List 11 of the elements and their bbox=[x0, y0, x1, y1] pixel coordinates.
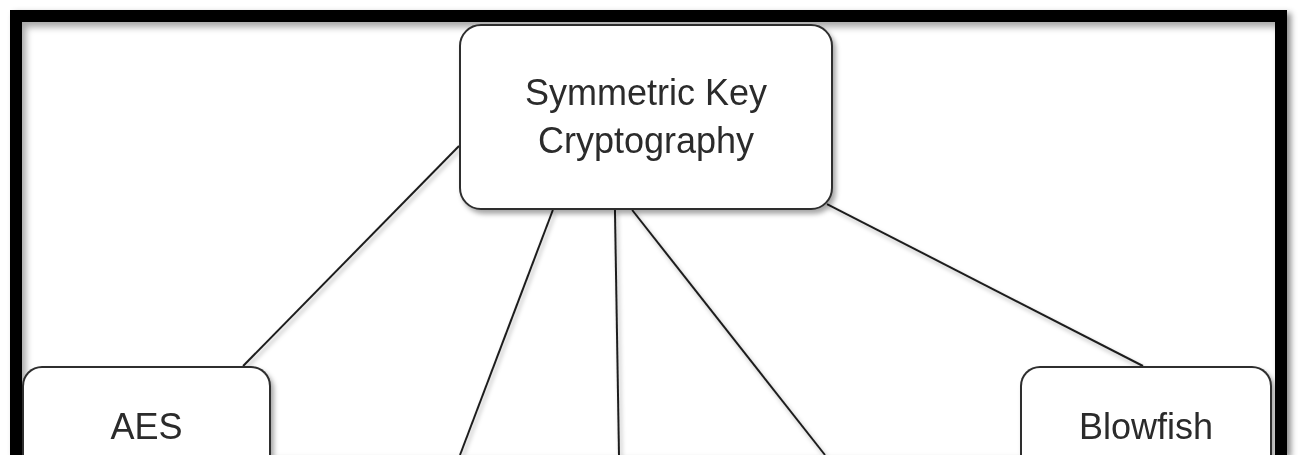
box-label: AES bbox=[110, 406, 183, 448]
connector-line bbox=[826, 203, 1144, 367]
connector-line bbox=[459, 209, 554, 455]
algorithm-box bbox=[1020, 366, 1272, 455]
connector-line bbox=[242, 145, 460, 367]
connector-line bbox=[613, 209, 620, 455]
box-label: Blowfish bbox=[1078, 406, 1214, 448]
category-box bbox=[459, 24, 833, 210]
box-label: Symmetric Key Cryptography bbox=[523, 71, 768, 163]
connector-line bbox=[631, 209, 826, 455]
algorithm-box bbox=[22, 366, 271, 455]
